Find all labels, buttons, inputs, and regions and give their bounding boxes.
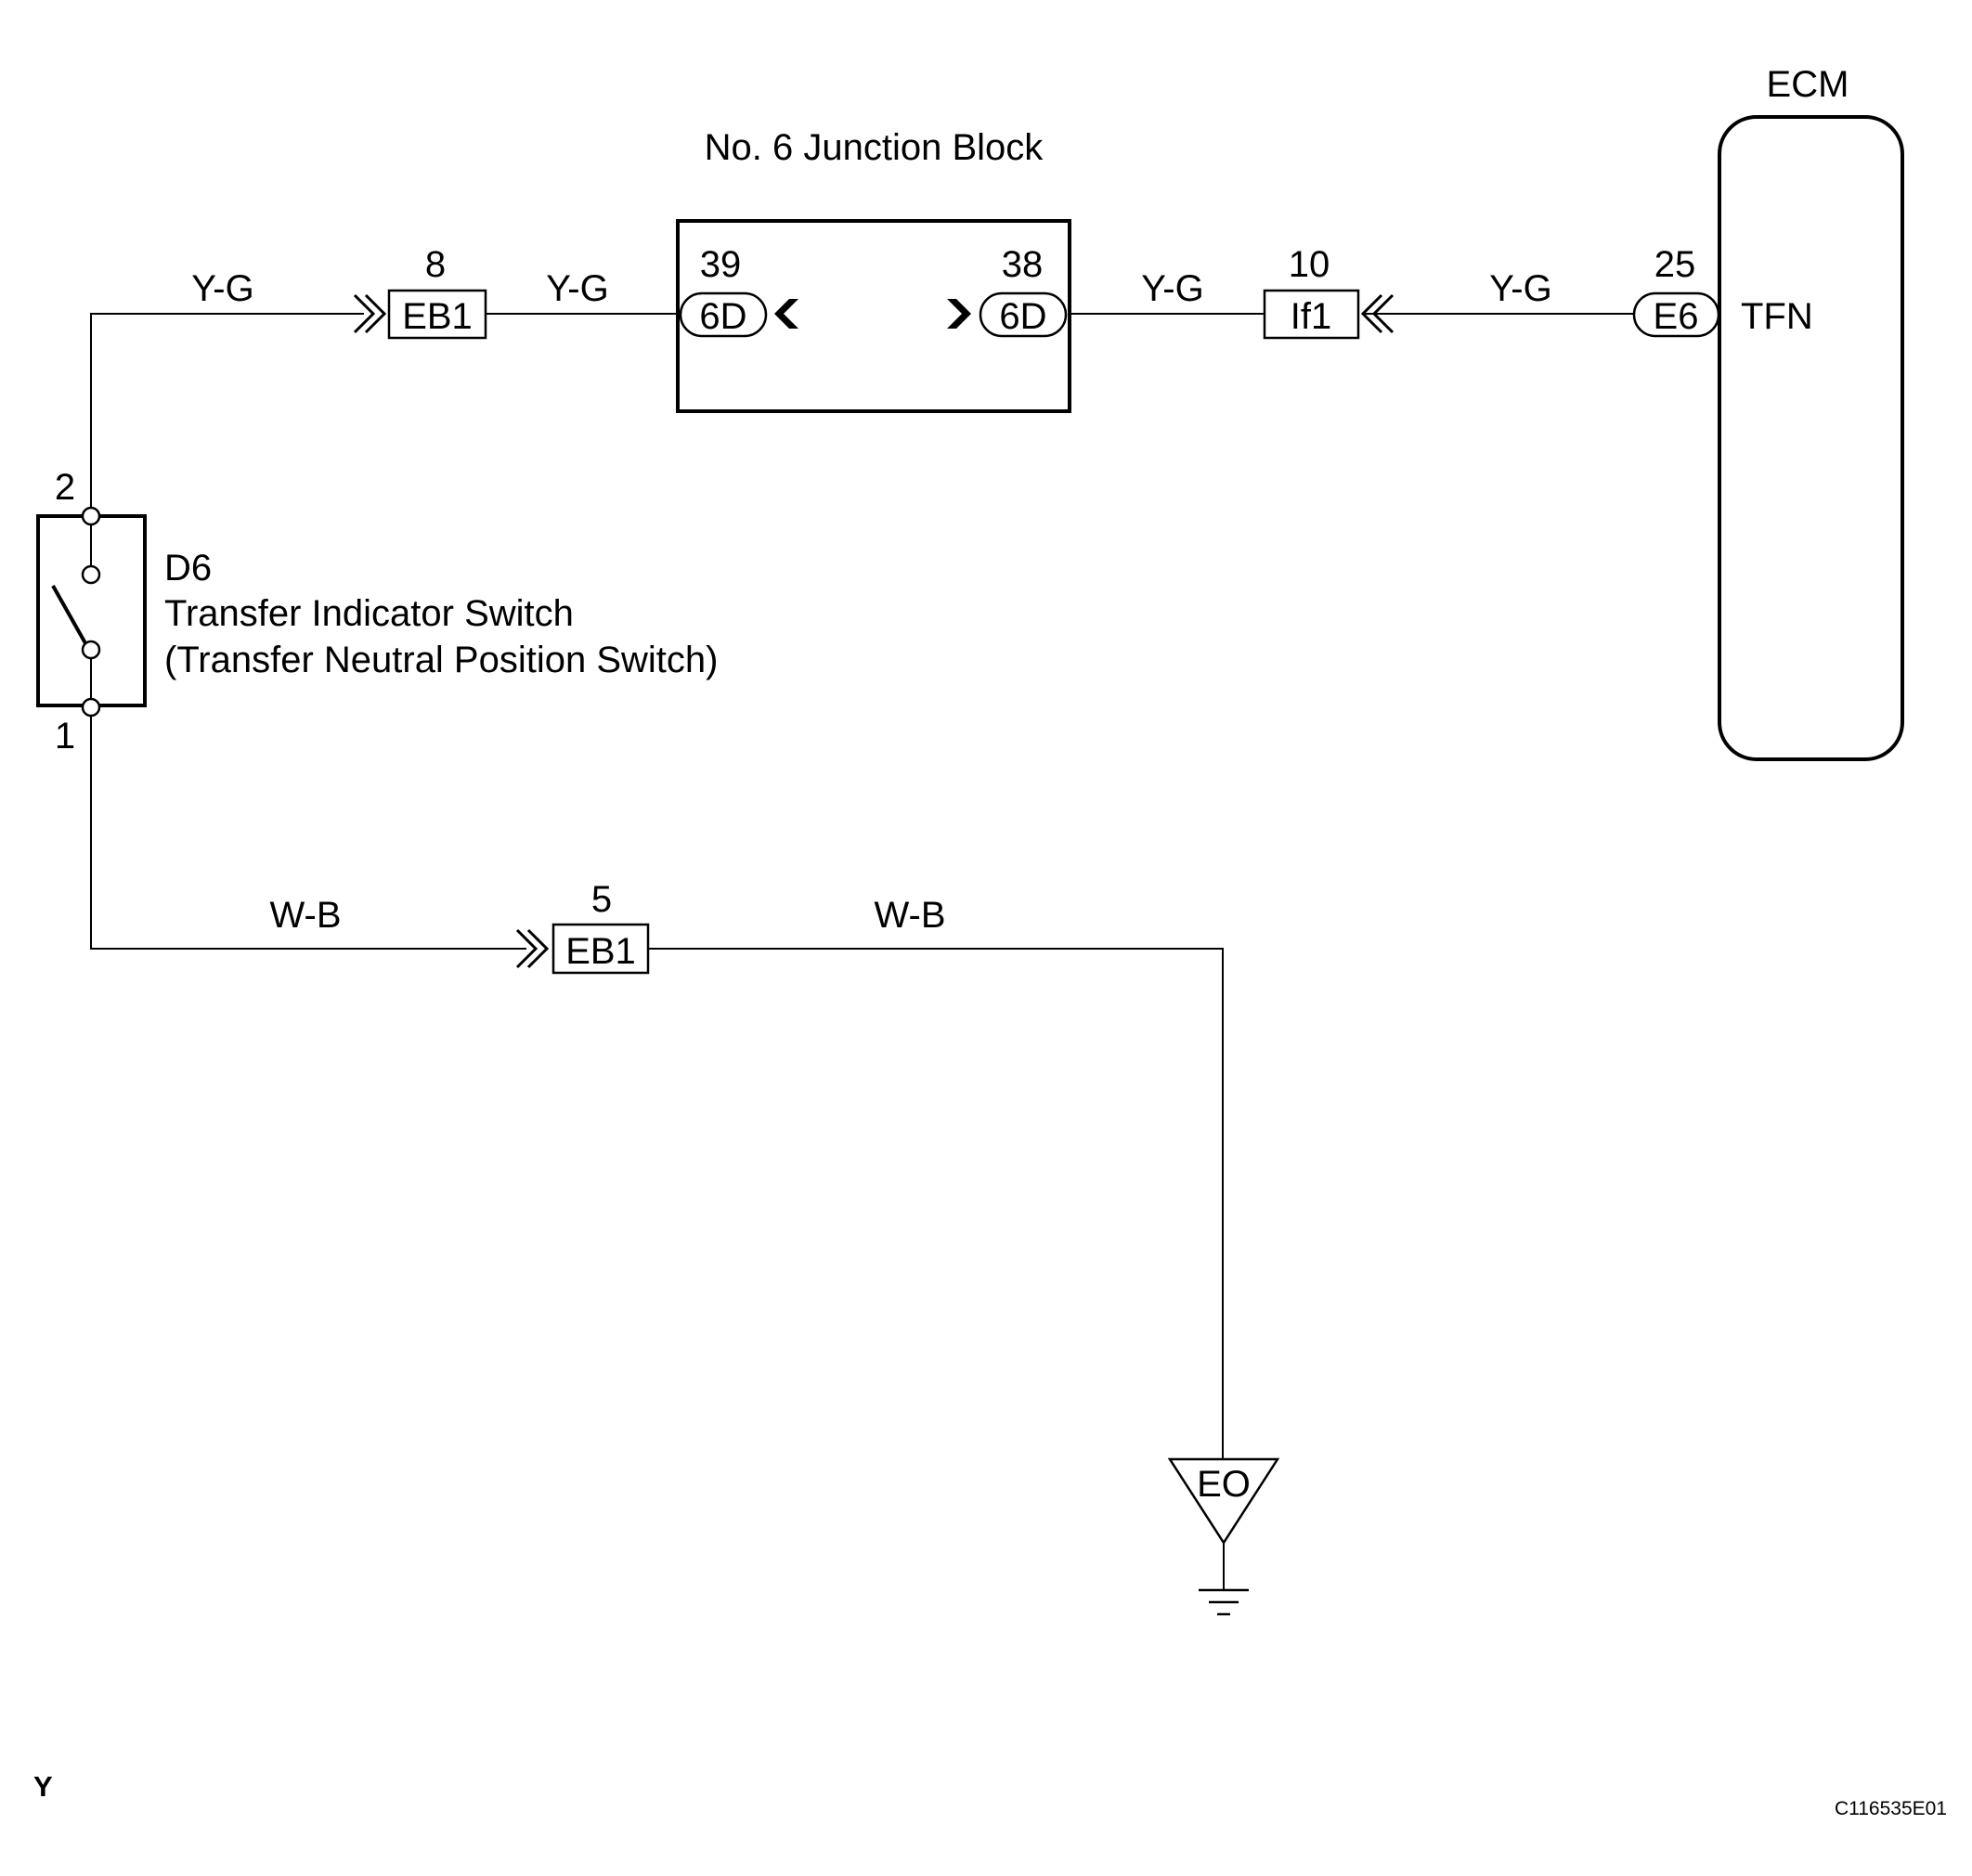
switch-id: D6: [164, 548, 212, 589]
wire-label-bottom-right: W-B: [874, 895, 945, 936]
switch-contact-pivot: [81, 640, 101, 660]
wire-label-bottom-left: W-B: [269, 895, 341, 936]
ecm-connector-label: E6: [1654, 296, 1699, 337]
junction-block-title: No. 6 Junction Block: [705, 127, 1044, 168]
if1-connector-label: If1: [1291, 296, 1331, 337]
wires: [90, 313, 1637, 1459]
switch-subname: (Transfer Neutral Position Switch): [164, 640, 718, 680]
connector-chevron-icon: [515, 928, 550, 969]
eb1-top-pin: 8: [425, 244, 446, 285]
ecm-connector: [1632, 291, 1720, 338]
wire-switch-to-eb1-bottom: [90, 707, 526, 950]
switch-contact-fixed: [81, 564, 101, 585]
connector-chevron-icon: [353, 293, 387, 334]
eb1-top-connector-label: EB1: [402, 296, 473, 337]
jb-left-connector-label: 6D: [699, 296, 746, 337]
ecm-terminal-label: TFN: [1741, 296, 1813, 337]
switch-pin-bottom: 1: [55, 716, 75, 757]
ecm-box: [1718, 115, 1904, 761]
jb-right-connector-label: 6D: [999, 296, 1046, 337]
arrow-left-icon: [774, 299, 798, 329]
wire-label-top-mid: Y-G: [546, 268, 608, 309]
ground-symbol-icon: [1199, 1588, 1249, 1616]
arrow-right-icon: [947, 299, 971, 329]
switch-terminal-bottom: [81, 697, 101, 718]
corner-label: Y: [33, 1770, 53, 1803]
figure-code: C116535E01: [1835, 1798, 1947, 1819]
wire-label-top-right-2: Y-G: [1489, 268, 1551, 309]
wire-label-top-left: Y-G: [191, 268, 253, 309]
ground-label: EO: [1197, 1464, 1251, 1505]
jb-right-pin: 38: [1002, 244, 1044, 285]
wire-eb1-to-ground: [647, 948, 1224, 1459]
eb1-bottom-connector-label: EB1: [565, 931, 636, 972]
connector-chevron-icon: [1360, 293, 1395, 334]
eb1-top-connector: [387, 289, 487, 340]
ecm-pin: 25: [1654, 244, 1696, 285]
wire-switch-to-eb1-top: [90, 313, 364, 516]
jb-left-pin: 39: [700, 244, 742, 285]
eb1-bottom-pin: 5: [591, 879, 612, 920]
ground-triangle-icon: [1167, 1457, 1280, 1546]
switch-pin-top: 2: [55, 467, 75, 508]
eb1-bottom-connector: [551, 923, 650, 975]
switch-terminal-top: [81, 506, 101, 526]
if1-connector: [1263, 289, 1360, 340]
jb-left-connector: [679, 291, 768, 338]
switch-name: Transfer Indicator Switch: [164, 593, 574, 634]
switch-blade-icon: [51, 585, 87, 644]
jb-right-connector: [979, 291, 1068, 338]
if1-pin: 10: [1289, 244, 1330, 285]
wire-label-top-right-1: Y-G: [1141, 268, 1203, 309]
ecm-title: ECM: [1767, 64, 1849, 105]
